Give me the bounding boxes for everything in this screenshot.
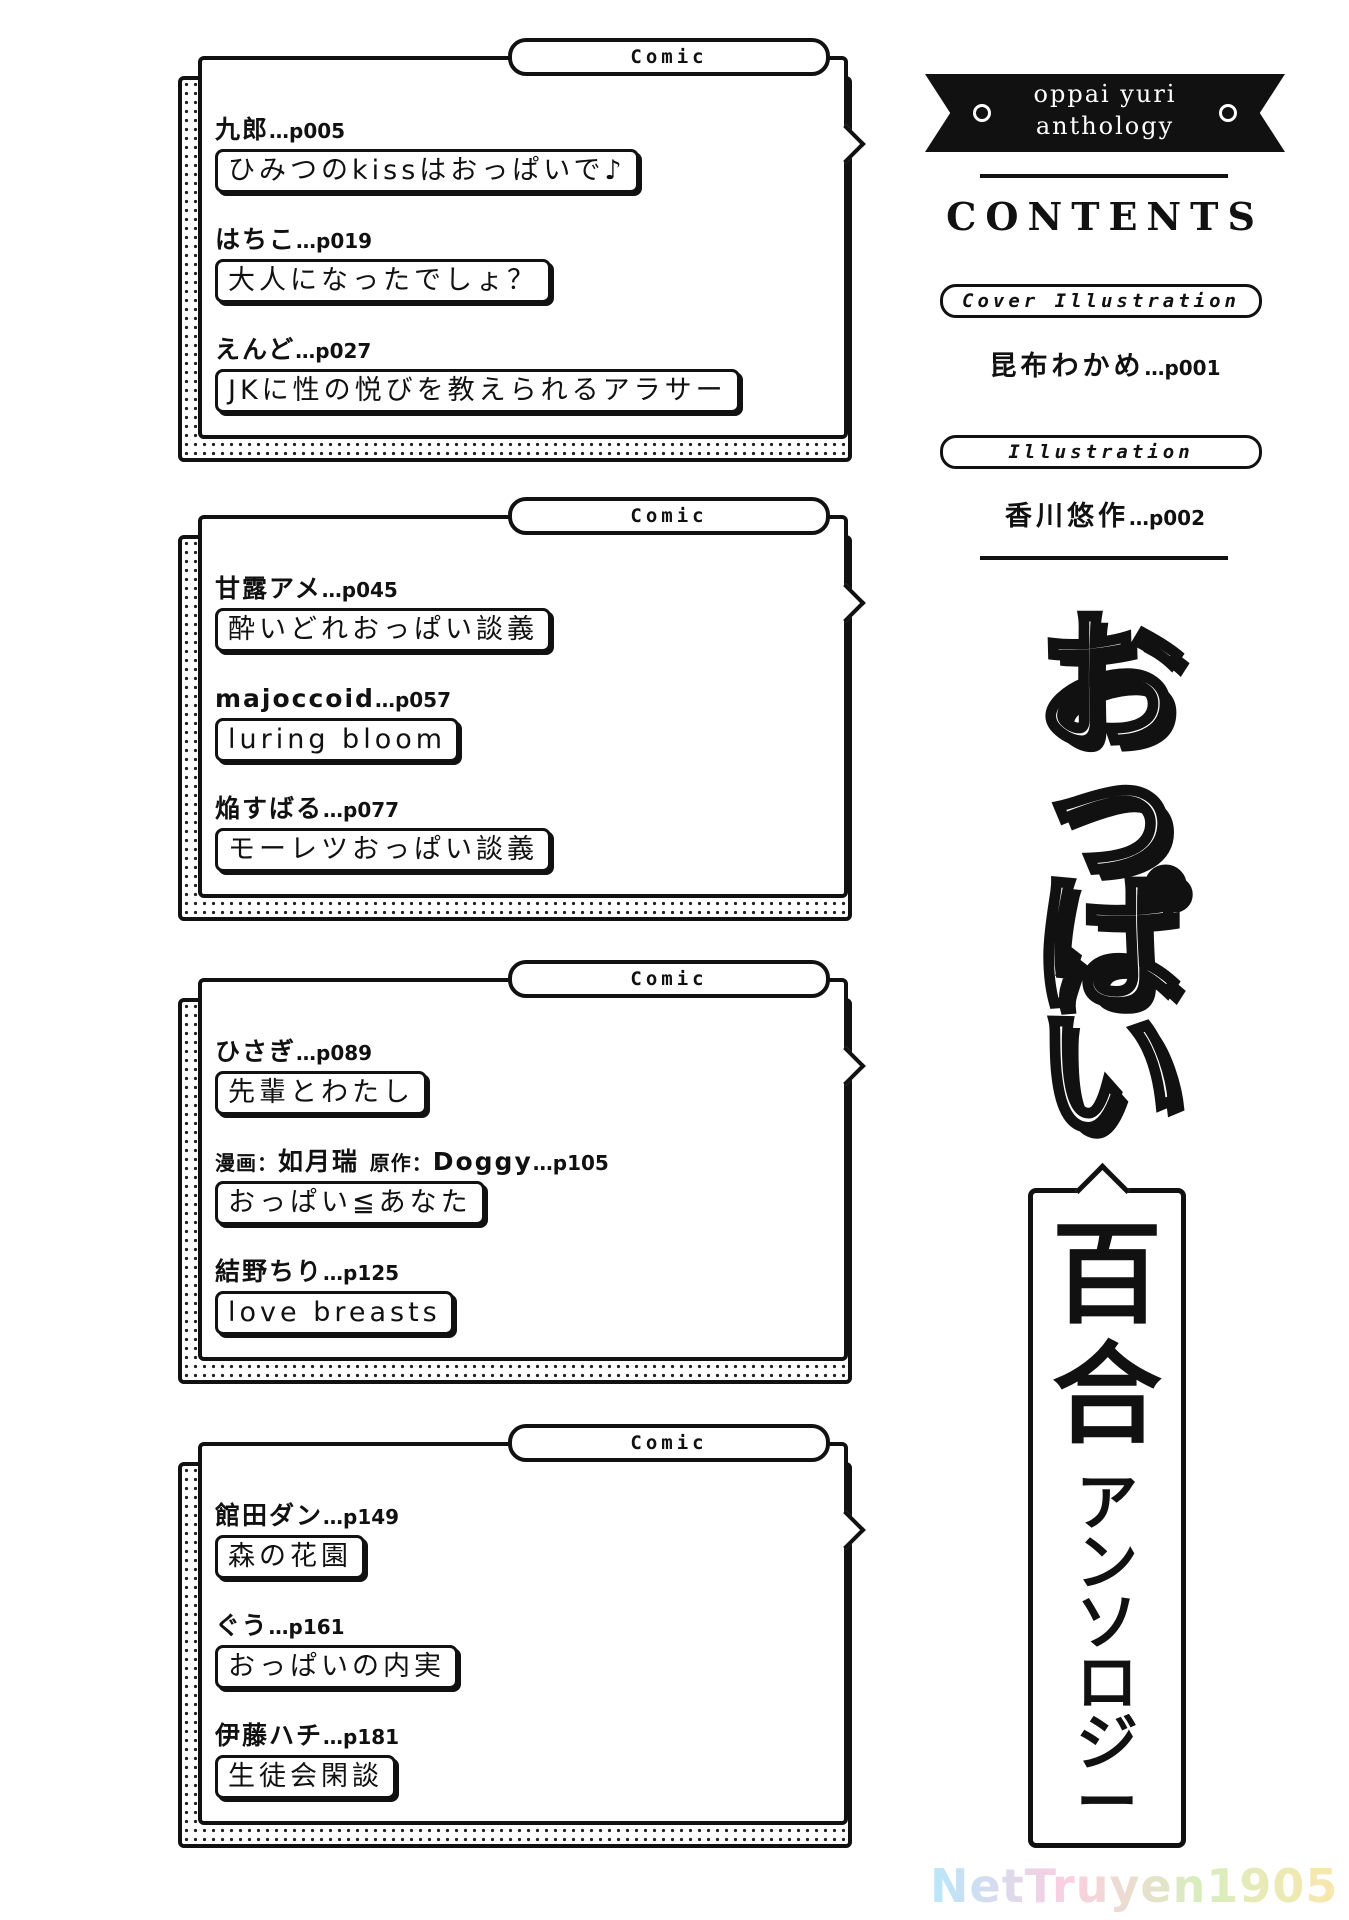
entry-title: モーレツおっぱい談義	[215, 828, 551, 872]
logo-char: ン	[1075, 1526, 1138, 1599]
entry-title: おっぱいの内実	[215, 1645, 458, 1689]
illustration-page: …p002	[1128, 506, 1206, 530]
illustration-label: Illustration	[940, 435, 1262, 469]
banner-line-2: anthology	[1035, 112, 1175, 140]
entry-page: …p161	[268, 1615, 345, 1639]
entry-title: luring bloom	[215, 718, 460, 762]
entry-author: 焔すばる	[215, 794, 324, 823]
logo-char: お	[1032, 598, 1188, 772]
entry-page: …p125	[323, 1261, 400, 1285]
toc-entry[interactable]: 焔すばる…p077 モーレツおっぱい談義	[215, 793, 815, 872]
entry-page: …p181	[323, 1725, 400, 1749]
entry-title: 先輩とわたし	[215, 1071, 427, 1115]
entry-author: えんど	[215, 335, 296, 364]
entry-title: 大人になったでしょ？	[215, 259, 551, 303]
entry-page: …p105	[532, 1151, 609, 1175]
logo-char: ぱ	[1032, 858, 1188, 1032]
entry-author: 結野ちり	[215, 1257, 324, 1286]
speech-notch	[826, 1046, 866, 1086]
site-watermark: NetTruyen1905	[930, 1858, 1340, 1914]
circle-icon	[1219, 104, 1237, 122]
entry-title: JKに性の悦びを教えられるアラサー	[215, 369, 740, 413]
entry-page: …p019	[296, 229, 373, 253]
logo-char: ジ	[1075, 1706, 1138, 1779]
logo-char: ソ	[1075, 1586, 1138, 1659]
illustration-credit[interactable]: 香川悠作…p002	[925, 494, 1285, 533]
toc-entry[interactable]: 漫画：如月瑞 原作：Doggy…p105 おっぱい≦あなた	[215, 1146, 815, 1225]
divider	[980, 174, 1228, 178]
contents-heading: CONTENTS	[946, 194, 1264, 239]
logo-yuri-anthology: 百 合 ア ン ソ ロ ジ ー	[1028, 1162, 1186, 1848]
speech-notch	[826, 124, 866, 164]
cover-author: 昆布わかめ	[989, 351, 1145, 382]
speech-notch	[826, 1510, 866, 1550]
entry-author: 伊藤ハチ	[215, 1721, 324, 1750]
entry-page: …p077	[323, 798, 400, 822]
watermark-text: NetTruyen1905	[930, 1859, 1339, 1913]
entry-author: はちこ	[215, 225, 297, 254]
logo-char: っ	[1032, 728, 1188, 902]
circle-icon	[973, 104, 991, 122]
logo-char: ア	[1075, 1466, 1138, 1539]
entry-title: 酔いどれおっぱい談義	[215, 608, 551, 652]
entry-title: 生徒会閑談	[215, 1755, 396, 1799]
entry-page: …p005	[269, 119, 346, 143]
toc-entry[interactable]: 伊藤ハチ…p181 生徒会閑談	[215, 1720, 815, 1799]
toc-entry[interactable]: ぐう…p161 おっぱいの内実	[215, 1610, 815, 1689]
entry-author: 如月瑞	[278, 1147, 360, 1176]
entry-author: 館田ダン	[215, 1501, 324, 1530]
entry-author: ひさぎ	[215, 1037, 297, 1066]
logo-char: ー	[1075, 1766, 1138, 1839]
speech-notch	[1074, 1162, 1131, 1219]
entry-page: …p045	[321, 578, 398, 602]
entry-author: 甘露アメ	[215, 574, 322, 603]
section-tab: Comic	[508, 1424, 830, 1462]
entry-title: love breasts	[215, 1291, 454, 1335]
divider	[980, 556, 1228, 560]
logo-char: ロ	[1075, 1646, 1138, 1719]
entry-author-role: 原作：	[369, 1151, 433, 1175]
section-tab: Comic	[508, 38, 830, 76]
logo-char: 合	[1052, 1331, 1162, 1459]
toc-entry[interactable]: 甘露アメ…p045 酔いどれおっぱい談義	[215, 573, 815, 652]
speech-notch	[826, 583, 866, 623]
toc-entry[interactable]: えんど…p027 JKに性の悦びを教えられるアラサー	[215, 334, 815, 413]
entry-author: ぐう	[215, 1611, 269, 1640]
entry-page: …p089	[296, 1041, 373, 1065]
anthology-banner: oppai yuri anthology	[925, 74, 1285, 152]
section-tab: Comic	[508, 960, 830, 998]
section-tab: Comic	[508, 497, 830, 535]
cover-page: …p001	[1144, 356, 1221, 380]
logo-oppai: お っ ぱ い	[990, 598, 1230, 1162]
toc-entry[interactable]: ひさぎ…p089 先輩とわたし	[215, 1036, 815, 1115]
entry-page: …p149	[323, 1505, 400, 1529]
illustration-author: 香川悠作	[1004, 501, 1129, 532]
entry-author: Doggy	[432, 1147, 533, 1176]
banner-line-1: oppai yuri	[1033, 80, 1177, 108]
logo-char: 百	[1052, 1211, 1162, 1339]
entry-author: majoccoid	[215, 684, 375, 713]
cover-credit[interactable]: 昆布わかめ…p001	[925, 344, 1285, 383]
toc-entry[interactable]: 結野ちり…p125 love breasts	[215, 1256, 815, 1335]
toc-entry[interactable]: 館田ダン…p149 森の花園	[215, 1500, 815, 1579]
entry-author: 九郎	[215, 115, 270, 144]
entry-author-role: 漫画：	[215, 1151, 278, 1175]
entry-page: …p027	[295, 339, 372, 363]
cover-illustration-label: Cover Illustration	[940, 284, 1262, 318]
logo-char: い	[1032, 988, 1188, 1162]
entry-title: おっぱい≦あなた	[215, 1181, 485, 1225]
entry-page: …p057	[374, 688, 452, 712]
entry-title: ひみつのkissはおっぱいで♪	[215, 149, 639, 193]
entry-title: 森の花園	[215, 1535, 365, 1579]
toc-entry[interactable]: majoccoid…p057 luring bloom	[215, 683, 815, 762]
toc-entry[interactable]: はちこ…p019 大人になったでしょ？	[215, 224, 815, 303]
toc-entry[interactable]: 九郎…p005 ひみつのkissはおっぱいで♪	[215, 114, 815, 193]
